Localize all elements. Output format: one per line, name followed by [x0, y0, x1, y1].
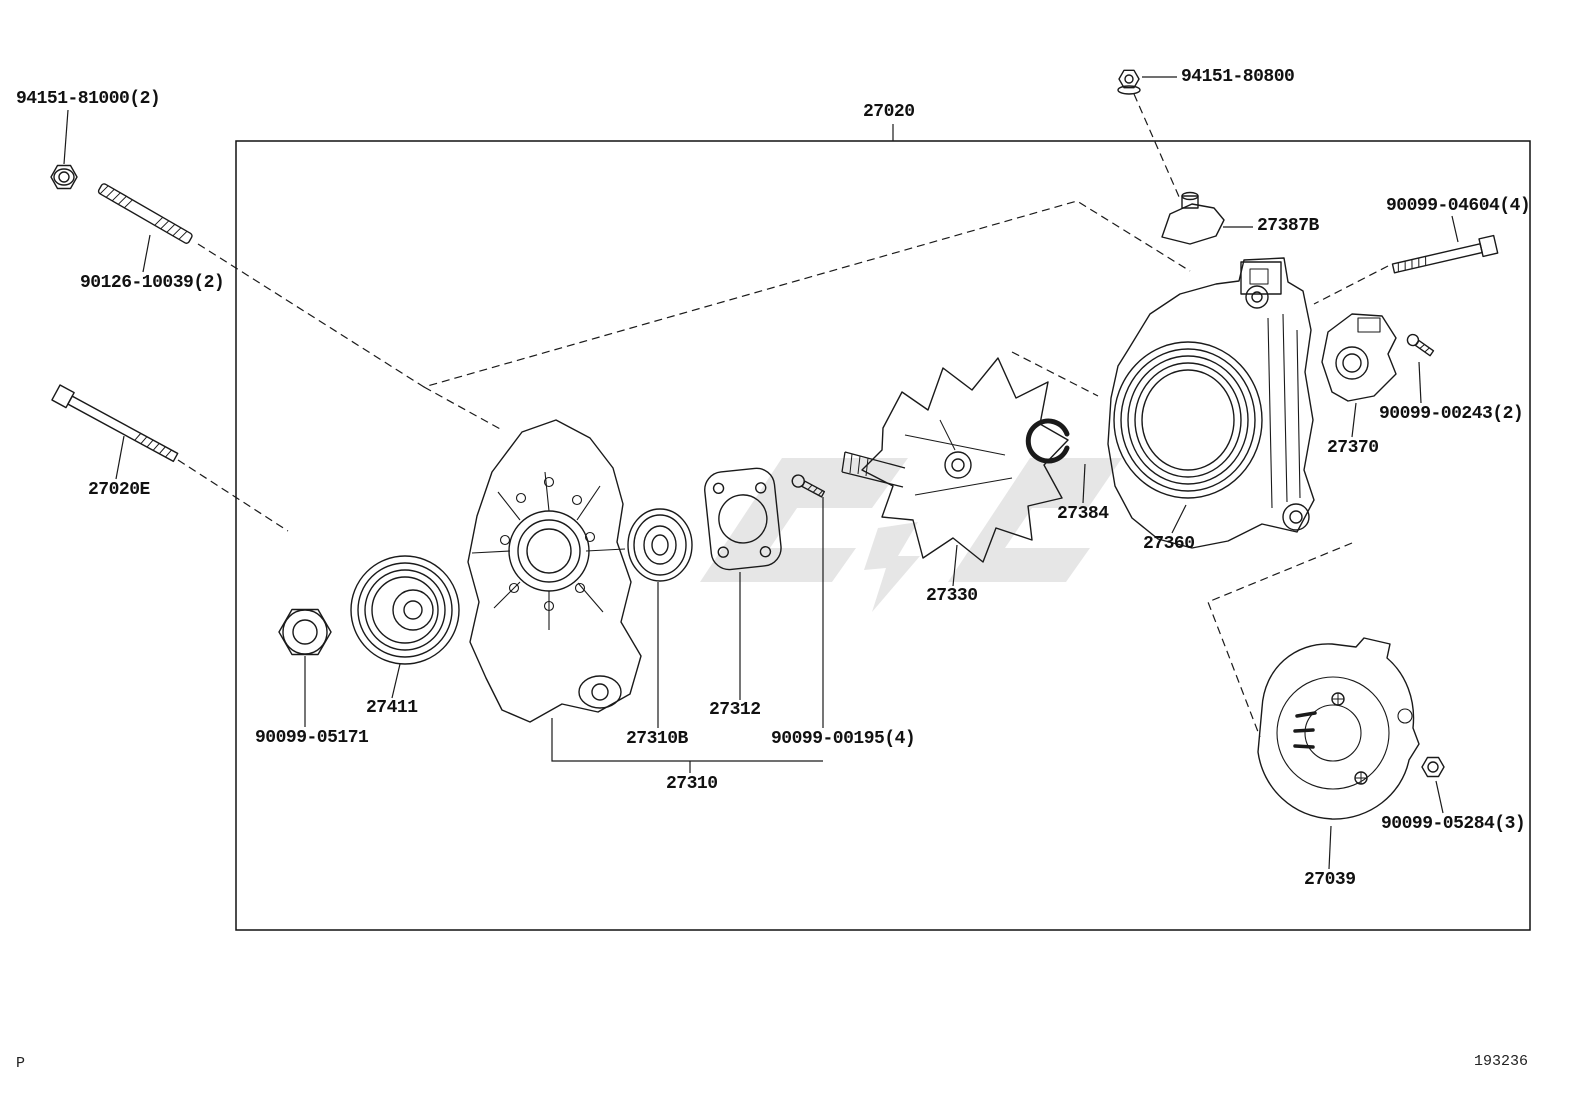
figure-number: 193236: [1474, 1053, 1529, 1070]
part-label-94151-81000: 94151-81000(2): [16, 89, 161, 109]
screw-90099-00243-drawing: [1406, 333, 1435, 357]
screw-90099-00195-drawing: [791, 474, 826, 498]
assembly-dashed-lines: [177, 93, 1389, 738]
part-label-90099-00243: 90099-00243(2): [1379, 404, 1524, 424]
watermark: [700, 458, 1122, 612]
part-label-27330: 27330: [926, 586, 978, 606]
drive-end-frame-27310-drawing: [467, 419, 642, 723]
diagram-frame-box: [235, 140, 1531, 931]
nut-94151-81000-drawing: [50, 164, 78, 190]
stud-bolt-90126-10039-drawing: [97, 183, 193, 244]
part-label-94151-80800: 94151-80800: [1181, 67, 1295, 87]
regulator-27370-drawing: [1321, 313, 1397, 402]
rotor-27330-drawing: [841, 357, 1069, 563]
part-label-27312: 27312: [709, 700, 761, 720]
rear-cover-27039-drawing: [1257, 637, 1420, 820]
rear-frame-27360-drawing: [1107, 257, 1315, 549]
part-label-27360: 27360: [1143, 534, 1195, 554]
page-code: P: [16, 1055, 26, 1072]
pulley-27411-drawing: [350, 555, 460, 665]
snap-ring-27384-drawing: [1025, 418, 1070, 464]
terminal-cover-27387B-drawing: [1161, 191, 1225, 245]
part-label-27020: 27020: [863, 102, 915, 122]
part-label-27020E: 27020E: [88, 480, 150, 500]
part-label-90099-05284: 90099-05284(3): [1381, 814, 1526, 834]
leader-lines: [63, 76, 1459, 870]
bearing-27310B-drawing: [627, 508, 693, 582]
bolt-90099-04604-drawing: [1391, 234, 1499, 274]
part-label-27411: 27411: [366, 698, 418, 718]
nut-94151-80800-drawing: [1117, 69, 1141, 95]
part-label-27310: 27310: [666, 774, 718, 794]
bolt-27020E-drawing: [51, 384, 179, 463]
part-label-27039: 27039: [1304, 870, 1356, 890]
part-label-90126-10039: 90126-10039(2): [80, 273, 225, 293]
part-label-27310B: 27310B: [626, 729, 688, 749]
part-label-27384: 27384: [1057, 504, 1109, 524]
pulley-nut-90099-05171-drawing: [278, 608, 332, 656]
nut-90099-05284-drawing: [1421, 756, 1445, 778]
bearing-retainer-27312-drawing: [704, 467, 782, 571]
part-label-27387B: 27387B: [1257, 216, 1319, 236]
part-label-90099-05171: 90099-05171: [255, 728, 369, 748]
part-label-90099-04604: 90099-04604(4): [1386, 196, 1531, 216]
part-label-90099-00195: 90099-00195(4): [771, 729, 916, 749]
part-label-27370: 27370: [1327, 438, 1379, 458]
